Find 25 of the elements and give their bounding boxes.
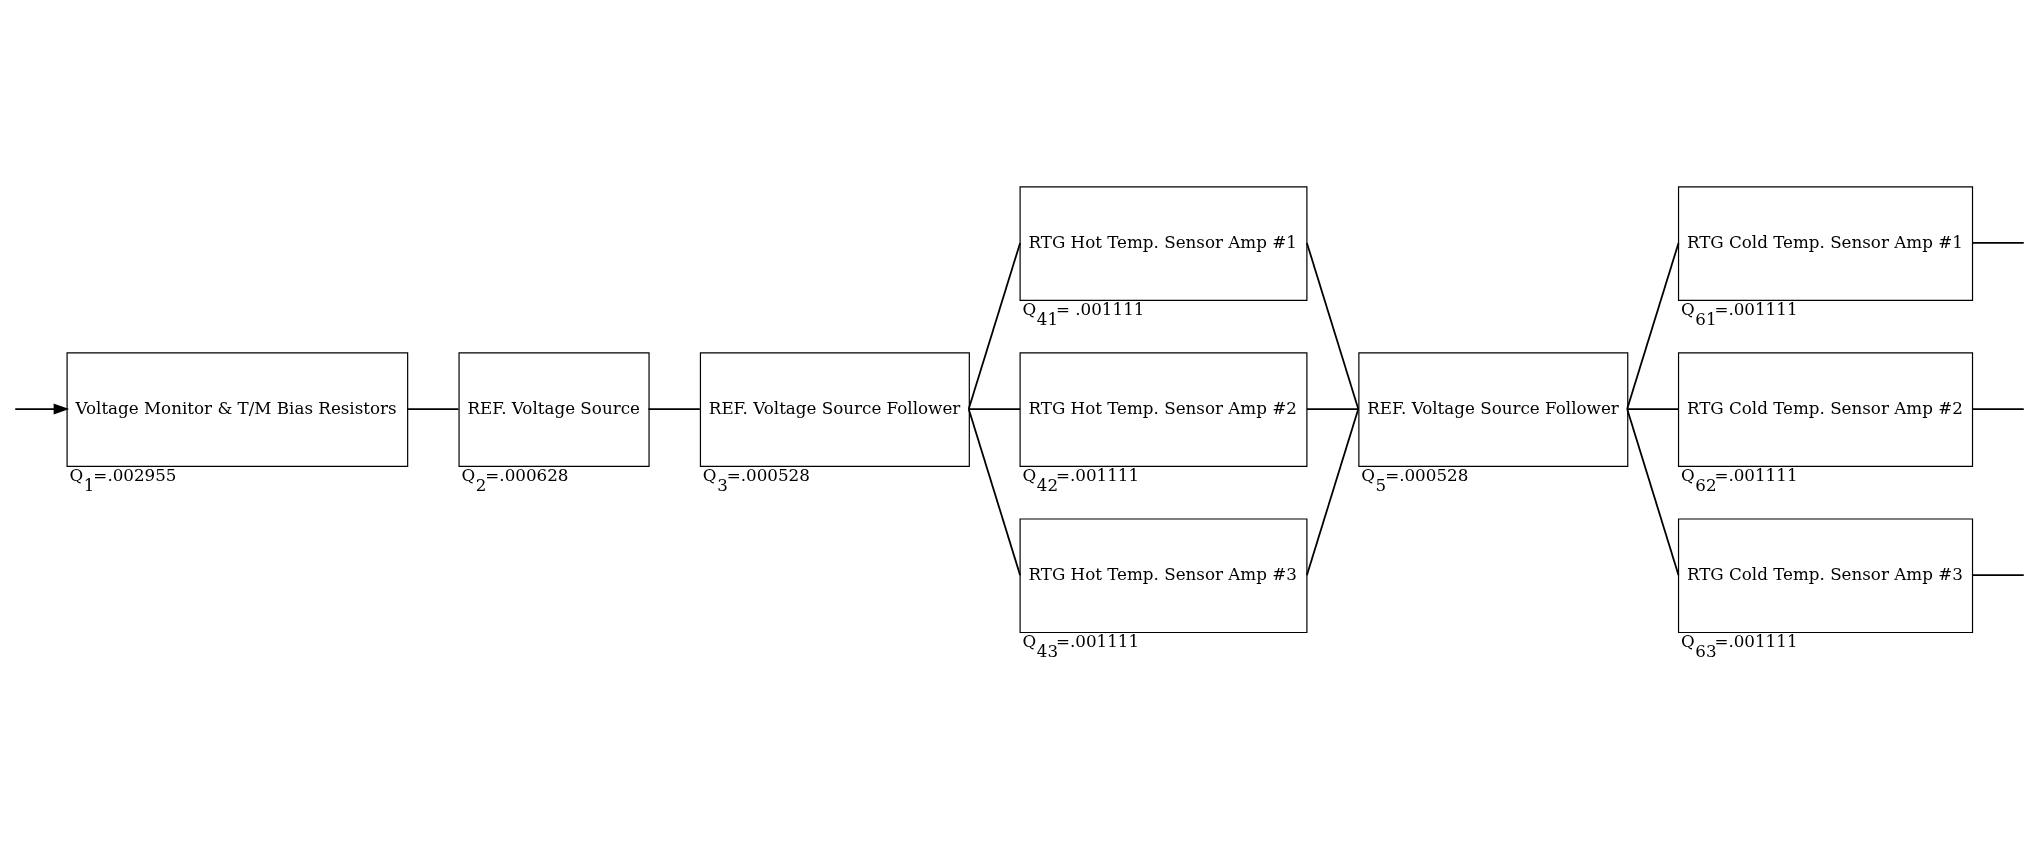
connector: [1971, 241, 2025, 244]
node-box: REF. Voltage Source: [458, 351, 650, 467]
node-box: RTG Cold Temp. Sensor Amp #3: [1677, 517, 1974, 633]
connector: [1626, 241, 1680, 410]
connector: [1971, 407, 2025, 410]
connector: [967, 407, 1021, 576]
connector: [1971, 573, 2025, 576]
arrow: [14, 403, 70, 414]
connector: [967, 407, 1021, 410]
node-box: REF. Voltage Source Follower: [699, 351, 970, 467]
node-box: RTG Hot Temp. Sensor Amp #1: [1019, 185, 1308, 301]
node-box: Voltage Monitor & T/M Bias Resistors: [66, 351, 409, 467]
node-box: RTG Cold Temp. Sensor Amp #2: [1677, 351, 1974, 467]
connector: [967, 241, 1021, 410]
connector: [406, 407, 460, 410]
node-box: RTG Cold Temp. Sensor Amp #1: [1677, 185, 1974, 301]
connector: [1306, 407, 1360, 576]
node-box: RTG Hot Temp. Sensor Amp #2: [1019, 351, 1308, 467]
connector: [1626, 407, 1680, 576]
connector: [1306, 241, 1360, 410]
connector: [1626, 407, 1680, 410]
connector: [647, 407, 701, 410]
connector: [1306, 407, 1360, 410]
node-box: RTG Hot Temp. Sensor Amp #3: [1019, 517, 1308, 633]
node-box: REF. Voltage Source Follower: [1358, 351, 1629, 467]
